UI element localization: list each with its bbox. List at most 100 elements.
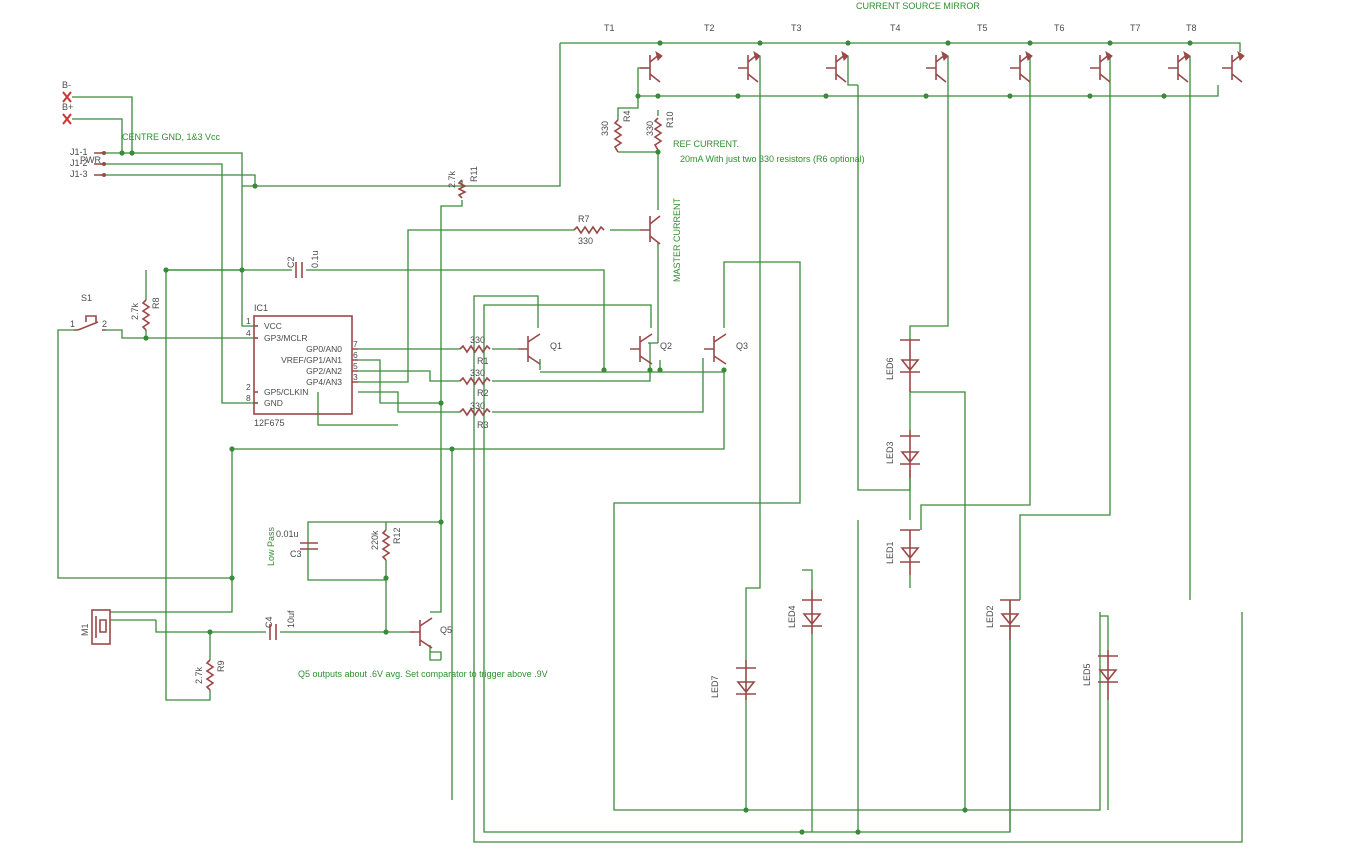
svg-text:T6: T6 [1054,23,1065,33]
labels: CURRENT SOURCE MIRROR CENTRE GND, 1&3 Vc… [62,1,1197,698]
svg-text:330: 330 [470,368,485,378]
transistor-t4 [926,50,949,83]
svg-text:T4: T4 [890,23,901,33]
capacitor-c4 [269,624,277,640]
svg-text:R3: R3 [477,420,489,430]
wires [57,42,1243,843]
svg-text:LED7: LED7 [710,675,720,698]
svg-text:T3: T3 [791,23,802,33]
svg-text:2: 2 [246,382,251,392]
transistor-t8 [1222,50,1245,83]
svg-text:GP4/AN3: GP4/AN3 [306,377,342,387]
ic1-body [253,315,358,415]
svg-text:330: 330 [645,121,655,136]
note-centre-gnd: CENTRE GND, 1&3 Vcc [122,132,221,142]
ic-part: 12F675 [254,418,285,428]
svg-text:R9: R9 [216,660,226,672]
svg-text:GP3/MCLR: GP3/MCLR [264,333,307,343]
resistor-r11 [457,179,467,199]
svg-text:6: 6 [353,350,358,360]
svg-text:VCC: VCC [264,321,282,331]
svg-text:2: 2 [102,319,107,329]
transistor-q2 [630,333,653,365]
svg-text:3: 3 [353,372,358,382]
svg-text:R2: R2 [477,388,489,398]
transistor-t5 [1010,50,1033,83]
svg-text:LED6: LED6 [885,357,895,380]
svg-text:B+: B+ [62,102,73,112]
svg-text:T5: T5 [977,23,988,33]
svg-text:2.7k: 2.7k [447,170,457,188]
led-1 [900,529,920,575]
leds [736,339,1118,700]
capacitors [269,262,318,640]
svg-text:R1: R1 [477,356,489,366]
capacitor-c2 [295,262,303,278]
resistor-r8 [141,299,151,331]
svg-text:LED2: LED2 [985,605,995,628]
led-7 [736,660,756,700]
svg-text:R11: R11 [469,166,479,182]
resistor-r9 [205,659,215,691]
mirror-transistors [640,50,1245,83]
transistor-t6 [1090,50,1113,83]
svg-text:T7: T7 [1130,23,1141,33]
svg-text:J1-3: J1-3 [70,169,88,179]
note-current-source-mirror: CURRENT SOURCE MIRROR [856,1,980,11]
svg-text:T8: T8 [1186,23,1197,33]
svg-text:2.7k: 2.7k [130,302,140,320]
svg-text:B-: B- [62,80,71,90]
note-ref-detail: 20mA With just two 330 resistors (R6 opt… [680,154,865,164]
svg-text:10uf: 10uf [286,610,296,628]
resistors [141,117,663,691]
resistor-r4 [613,119,623,153]
microphone-m1 [91,609,111,645]
master-current-transistor [640,215,661,245]
svg-text:S1: S1 [81,293,92,303]
svg-text:330: 330 [470,401,485,411]
svg-text:R7: R7 [578,214,590,224]
svg-text:R12: R12 [392,527,402,544]
svg-text:Q1: Q1 [550,341,562,351]
resistor-r7 [573,225,605,235]
transistor-q5 [410,617,433,649]
led-6 [900,339,920,392]
svg-text:J1-1: J1-1 [70,147,88,157]
connector-pins [62,91,106,177]
note-low-pass: Low Pass [266,526,276,566]
svg-text:LED4: LED4 [787,605,797,628]
svg-text:7: 7 [353,339,358,349]
svg-text:J1-2: J1-2 [70,158,88,168]
switch-s1 [74,315,106,331]
svg-text:T2: T2 [704,23,715,33]
ic-name: IC1 [254,303,268,313]
svg-text:0.01u: 0.01u [276,529,299,539]
resistor-r2 [459,376,491,386]
svg-text:220k: 220k [370,530,380,550]
svg-text:Q5: Q5 [440,625,452,635]
note-q5-output: Q5 outputs about .6V avg. Set comparator… [298,669,548,679]
resistor-r3 [459,407,491,417]
svg-text:GP5/CLKIN: GP5/CLKIN [264,387,308,397]
svg-text:5: 5 [353,361,358,371]
svg-text:LED1: LED1 [885,541,895,564]
svg-text:0.1u: 0.1u [310,250,320,268]
note-master-current: MASTER CURRENT [672,197,682,282]
led-5 [1098,650,1118,700]
led-3 [900,430,920,478]
svg-text:R8: R8 [151,297,161,309]
svg-text:GND: GND [264,398,283,408]
svg-text:8: 8 [246,393,251,403]
svg-text:C2: C2 [286,256,296,268]
svg-text:330: 330 [600,121,610,136]
transistor-q1 [518,333,541,365]
svg-text:GP0/AN0: GP0/AN0 [306,344,342,354]
svg-text:330: 330 [470,335,485,345]
svg-text:C3: C3 [290,549,302,559]
svg-text:LED3: LED3 [885,441,895,464]
transistor-t3 [826,50,849,83]
led-2 [1000,599,1020,640]
note-ref-current: REF CURRENT. [673,139,739,149]
svg-text:R10: R10 [665,111,675,128]
